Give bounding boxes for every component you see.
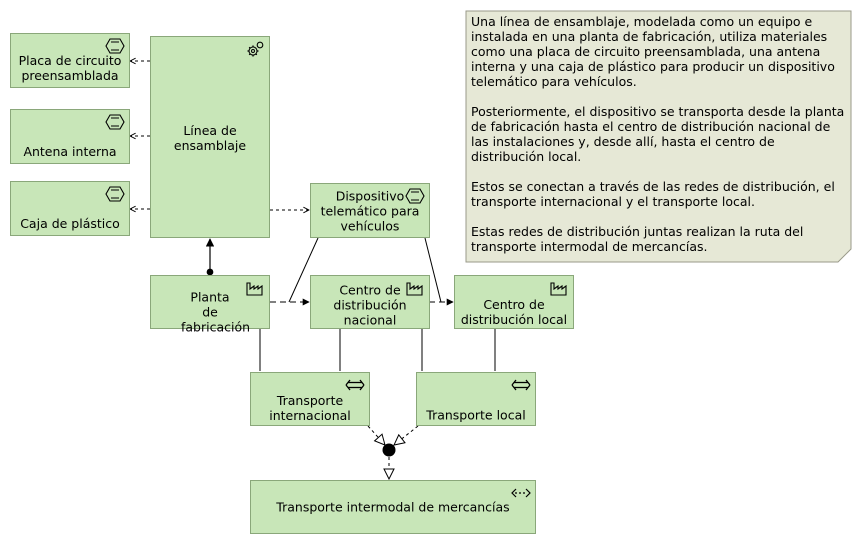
node-transporte-local[interactable]: Transporte local [416, 372, 536, 426]
material-icon [105, 38, 125, 54]
equipment-icon [247, 41, 264, 57]
note-paragraph-4: Estas redes de distribución juntas reali… [471, 224, 804, 254]
facility-icon [550, 282, 567, 296]
facility-icon [246, 282, 263, 296]
material-icon [405, 188, 425, 204]
node-antena-interna[interactable]: Antena interna [10, 109, 130, 164]
distribution-network-icon [345, 379, 365, 391]
node-label: Transporte intermodal de mercancías [276, 499, 510, 515]
distribution-network-icon [511, 379, 531, 391]
node-transporte-internacional[interactable]: Transporte internacional [250, 372, 370, 426]
node-planta-fabricacion[interactable]: Planta de fabricación [150, 275, 270, 335]
realize-tint-junction [367, 425, 385, 445]
node-label: Transporte local [426, 407, 526, 423]
note-paragraph-2: Posteriormente, el dispositivo se transp… [471, 104, 845, 164]
node-label: Centro de distribución nacional [333, 282, 407, 328]
node-label: Antena interna [23, 144, 117, 159]
node-label: Planta de fabricación [181, 289, 251, 335]
node-ruta-intermodal[interactable]: Transporte intermodal de mercancías [250, 480, 536, 534]
node-centro-local[interactable]: Centro de distribución local [454, 275, 574, 329]
and-junction [382, 443, 396, 457]
node-label: Línea de ensamblaje [173, 123, 247, 153]
assoc-dispositivo-flow1 [288, 237, 319, 303]
node-caja-plastico[interactable]: Caja de plástico [10, 181, 130, 236]
node-label: Centro de distribución local [460, 297, 568, 327]
node-linea-ensamblaje[interactable]: Línea de ensamblaje [150, 36, 270, 238]
note-paragraph-1: Una línea de ensamblaje, modelada como u… [471, 14, 835, 89]
note-text: Una línea de ensamblaje, modelada como u… [471, 14, 851, 269]
note-shape [465, 10, 852, 263]
node-label: Caja de plástico [20, 216, 120, 231]
assoc-dispositivo-flow2 [424, 237, 442, 303]
note-paragraph-3: Estos se conectan a través de las redes … [471, 179, 835, 209]
node-placa-circuito[interactable]: Placa de circuito preensamblada [10, 33, 130, 88]
node-label: Dispositivo telemático para vehículos [320, 188, 420, 233]
facility-icon [406, 282, 423, 296]
node-dispositivo-telematico[interactable]: Dispositivo telemático para vehículos [310, 183, 430, 238]
path-icon [511, 488, 531, 498]
node-centro-nacional[interactable]: Centro de distribución nacional [310, 275, 430, 329]
node-label: Transporte internacional [269, 393, 351, 423]
material-icon [105, 186, 125, 202]
realize-tlocal-junction [394, 425, 419, 445]
node-label: Placa de circuito preensamblada [18, 53, 122, 83]
material-icon [105, 114, 125, 130]
